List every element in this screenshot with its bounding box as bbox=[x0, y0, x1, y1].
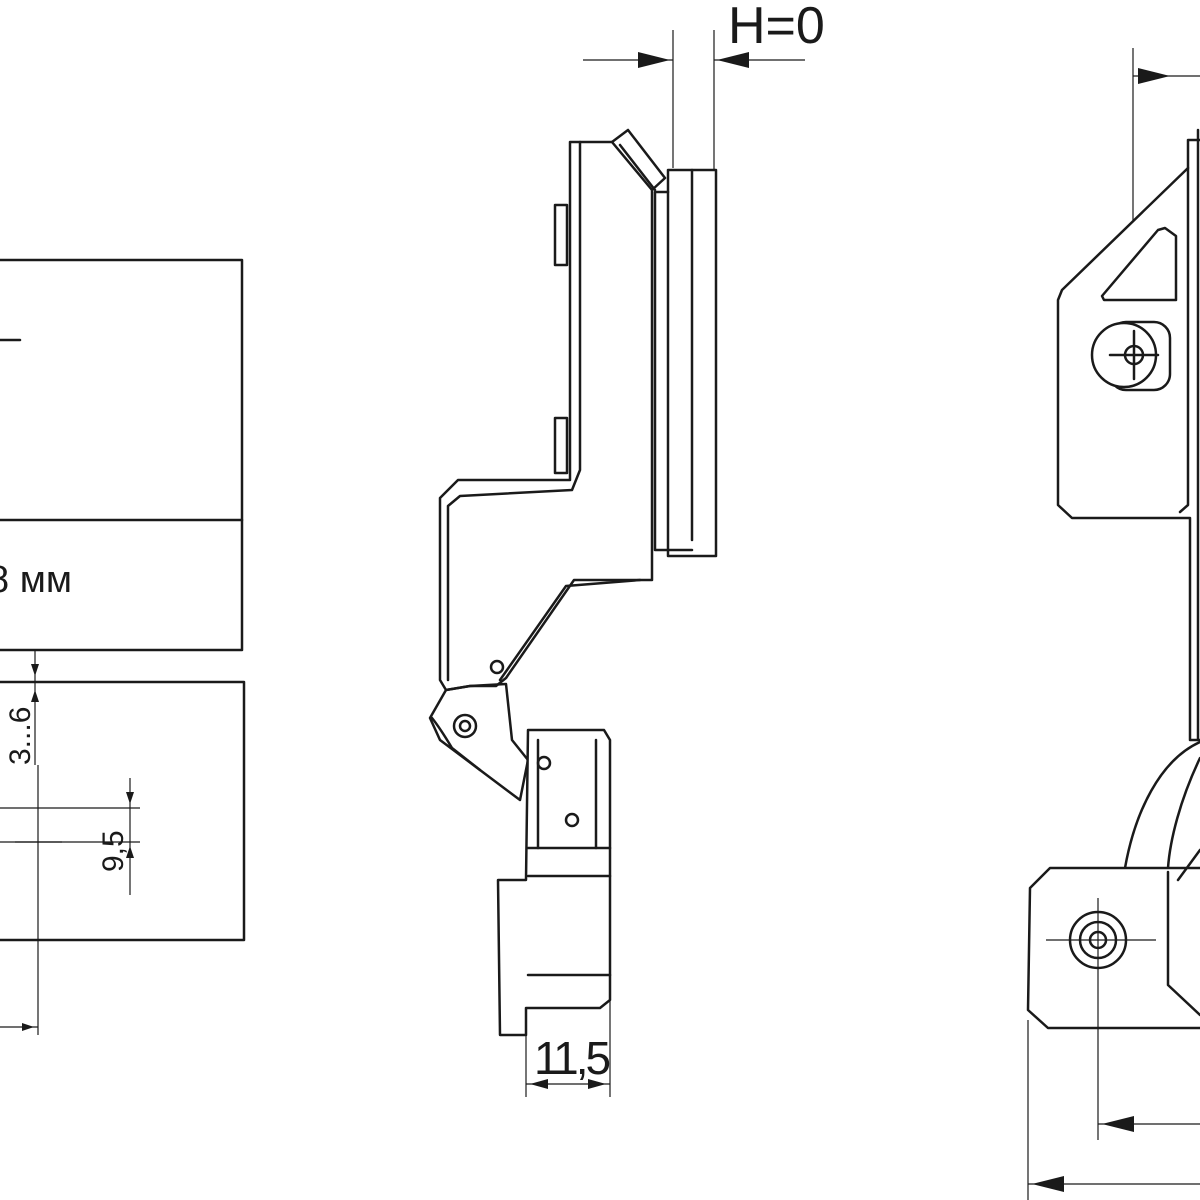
base-dim-arrow-2 bbox=[1032, 1176, 1064, 1192]
dim-offset-arrow-top bbox=[126, 792, 134, 804]
mounting-screw-hole-1 bbox=[536, 755, 552, 771]
front-base-plate-inner bbox=[1166, 848, 1200, 1017]
dim-range-arrow-top bbox=[31, 664, 39, 676]
dim-offset-label: 9,5 bbox=[97, 830, 130, 872]
dim-offset-arrow-bottom bbox=[126, 846, 134, 858]
left-panel-view: 8 мм 3...6 9,5 bbox=[0, 258, 246, 1035]
overlay-arrow-left bbox=[638, 52, 670, 68]
base-dim-arrow-1 bbox=[1102, 1116, 1134, 1132]
arm-slot-top bbox=[553, 203, 569, 267]
front-arm-window bbox=[1100, 226, 1178, 302]
overlay-arrow-right bbox=[717, 52, 749, 68]
arm-slot-bottom bbox=[553, 416, 569, 475]
mounting-screw-hole-2 bbox=[564, 812, 580, 828]
thickness-label: 8 мм bbox=[0, 559, 72, 601]
hinge-arm-wing bbox=[610, 128, 667, 192]
link-pin-outer bbox=[452, 713, 478, 739]
front-swing-arc-inner bbox=[1166, 756, 1200, 870]
hinge-front-view bbox=[1026, 48, 1200, 1200]
door-panel-upper bbox=[0, 258, 244, 652]
mounting-plate bbox=[496, 728, 612, 1037]
hinge-arm-wing-inner bbox=[618, 143, 657, 192]
dim-range-label: 3...6 bbox=[4, 707, 37, 765]
hinge-arm-slope bbox=[498, 578, 642, 682]
cup-dim-arrow-left bbox=[530, 1079, 548, 1089]
door-plate-edge bbox=[653, 190, 694, 552]
dim-range-arrow-bottom bbox=[31, 690, 39, 702]
adjust-screw-cross bbox=[1108, 329, 1160, 381]
front-arm-outline bbox=[1056, 138, 1200, 742]
cup-dim-arrow-right bbox=[588, 1079, 606, 1089]
door-panel-lower bbox=[0, 680, 246, 942]
top-dim-arrow bbox=[1138, 68, 1170, 84]
link-arm bbox=[428, 682, 530, 802]
link-hook bbox=[430, 716, 482, 772]
link-pin-inner bbox=[458, 719, 472, 733]
knuckle-pin bbox=[489, 659, 505, 675]
overlay-label: H=0 bbox=[728, 0, 825, 55]
hinge-arm-inner bbox=[446, 140, 582, 682]
hinge-side-view: H=0 bbox=[428, 0, 825, 1097]
cup-dim-label: 11,5 bbox=[534, 1032, 610, 1084]
front-arm-inner bbox=[1178, 166, 1190, 514]
front-swing-arc bbox=[1123, 740, 1200, 870]
hinge-arm-body bbox=[438, 140, 654, 692]
bottom-dim-arrow bbox=[22, 1023, 34, 1031]
